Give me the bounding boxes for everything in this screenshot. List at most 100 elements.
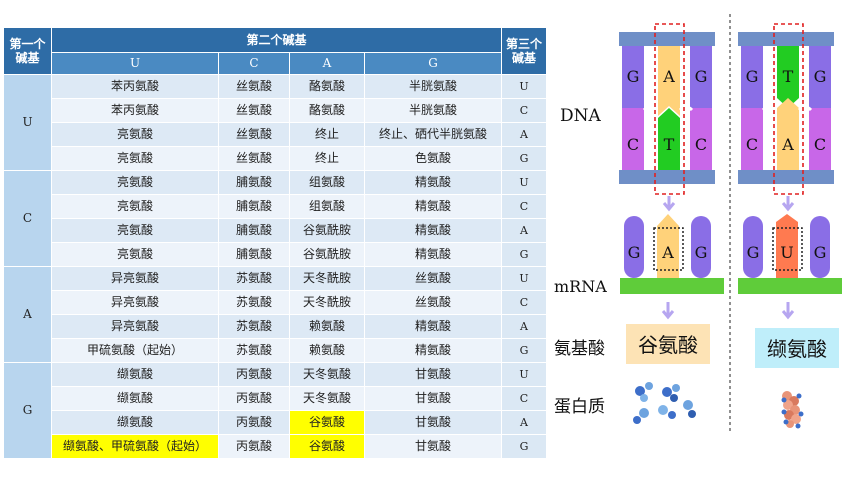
amino-acid-cell: 丝氨酸 bbox=[218, 146, 290, 171]
amino-acid-cell: 谷氨酸 bbox=[289, 410, 365, 435]
amino-acid-cell: 苏氨酸 bbox=[218, 290, 290, 315]
dna-rail-top bbox=[619, 32, 715, 46]
amino-acid-cell: 精氨酸 bbox=[364, 194, 502, 219]
amino-acid-cell: 苯丙氨酸 bbox=[51, 98, 219, 123]
arrow-down-icon bbox=[661, 302, 675, 320]
third-base-cell: A bbox=[501, 314, 547, 339]
dna-top-base: G bbox=[746, 67, 759, 86]
left-mrna: G A G bbox=[620, 214, 724, 294]
base-shape bbox=[777, 98, 799, 170]
protein-dot bbox=[683, 400, 693, 410]
dna-bottom-base: C bbox=[814, 135, 826, 154]
protein-dot bbox=[645, 382, 653, 390]
label-protein: 蛋白质 bbox=[554, 397, 605, 417]
header-second-base: 第二个碱基 bbox=[51, 27, 502, 53]
bond-line bbox=[761, 105, 777, 112]
first-base-cell: A bbox=[3, 266, 52, 363]
amino-acid-cell: 缬氨酸 bbox=[51, 386, 219, 411]
dna-rail-bottom bbox=[619, 170, 715, 184]
base-shape bbox=[691, 216, 711, 278]
amino-acid-cell: 天冬酰胺 bbox=[289, 266, 365, 291]
third-base-cell: U bbox=[501, 170, 547, 195]
amino-acid-cell: 亮氨酸 bbox=[51, 218, 219, 243]
base-shape bbox=[690, 108, 712, 170]
amino-acid-cell: 终止、硒代半胱氨酸 bbox=[364, 122, 502, 147]
protein-dot bbox=[640, 394, 648, 402]
second-base-u: U bbox=[51, 52, 219, 75]
amino-acid-cell: 组氨酸 bbox=[289, 194, 365, 219]
label-mrna: mRNA bbox=[554, 277, 607, 296]
mrna-strand-bar bbox=[738, 278, 842, 294]
amino-acid-cell: 缬氨酸、甲硫氨酸（起始） bbox=[51, 434, 219, 459]
amino-acid-cell: 甘氨酸 bbox=[364, 410, 502, 435]
amino-acid-cell: 甲硫氨酸（起始） bbox=[51, 338, 219, 363]
first-base-cell: G bbox=[3, 362, 52, 459]
amino-acid-cell: 苏氨酸 bbox=[218, 338, 290, 363]
amino-acid-cell: 终止 bbox=[289, 146, 365, 171]
right-mrna: G U G bbox=[738, 214, 842, 294]
dna-top-base: G bbox=[814, 67, 827, 86]
third-base-cell: U bbox=[501, 266, 547, 291]
base-shape bbox=[657, 214, 679, 278]
amino-acid-cell: 丙氨酸 bbox=[218, 362, 290, 387]
amino-acid-cell: 甘氨酸 bbox=[364, 362, 502, 387]
amino-acid-cell: 赖氨酸 bbox=[289, 338, 365, 363]
amino-acid-cell: 半胱氨酸 bbox=[364, 98, 502, 123]
dna-bottom-base: T bbox=[664, 135, 675, 154]
amino-acid-cell: 精氨酸 bbox=[364, 338, 502, 363]
third-base-cell: C bbox=[501, 386, 547, 411]
dna-bottom-base: A bbox=[781, 135, 794, 154]
amino-acid-cell: 酪氨酸 bbox=[289, 74, 365, 99]
amino-acid-cell: 丙氨酸 bbox=[218, 410, 290, 435]
amino-acid-cell: 缬氨酸 bbox=[51, 410, 219, 435]
amino-acid-cell: 异亮氨酸 bbox=[51, 266, 219, 291]
amino-acid-cell: 丙氨酸 bbox=[218, 386, 290, 411]
protein-aggregated-icon bbox=[781, 391, 804, 429]
mutation-highlight-box bbox=[654, 23, 685, 195]
dna-bottom-base: C bbox=[695, 135, 707, 154]
first-base-cell: U bbox=[3, 74, 52, 171]
mrna-base: G bbox=[814, 243, 827, 262]
amino-acid-cell: 苏氨酸 bbox=[218, 314, 290, 339]
base-shape bbox=[743, 216, 763, 278]
protein-dot bbox=[639, 408, 649, 418]
label-dna: DNA bbox=[560, 106, 602, 126]
arrow-down-icon bbox=[662, 196, 676, 212]
amino-acid-cell: 精氨酸 bbox=[364, 218, 502, 243]
bond-line bbox=[678, 105, 694, 112]
third-base-cell: A bbox=[501, 218, 547, 243]
amino-acid-cell: 丝氨酸 bbox=[364, 266, 502, 291]
protein-dot bbox=[672, 384, 680, 392]
amino-acid-cell: 色氨酸 bbox=[364, 146, 502, 171]
right-dna: G T G C A C bbox=[738, 23, 834, 195]
mrna-base: A bbox=[661, 243, 674, 262]
protein-dot bbox=[796, 393, 802, 399]
amino-acid-cell: 组氨酸 bbox=[289, 170, 365, 195]
dna-top-base: G bbox=[627, 67, 640, 86]
protein-dot bbox=[635, 386, 645, 396]
mutation-diagram: DNA mRNA 氨基酸 蛋白质 G A G C T C G A G 谷氨酸 bbox=[554, 14, 842, 432]
amino-acid-cell: 精氨酸 bbox=[364, 314, 502, 339]
codon-highlight-box bbox=[772, 227, 803, 271]
protein-dot bbox=[783, 400, 793, 410]
mrna-base: G bbox=[628, 243, 641, 262]
bond-line bbox=[797, 105, 813, 112]
amino-acid-cell: 天冬酰胺 bbox=[289, 290, 365, 315]
dna-top-base: T bbox=[783, 67, 794, 86]
amino-acid-cell: 脯氨酸 bbox=[218, 170, 290, 195]
label-amino-acid: 氨基酸 bbox=[554, 339, 605, 359]
bond-line bbox=[642, 105, 658, 112]
amino-acid-cell: 谷氨酰胺 bbox=[289, 242, 365, 267]
amino-acid-cell: 天冬氨酸 bbox=[289, 386, 365, 411]
base-shape bbox=[622, 46, 644, 118]
amino-acid-cell: 谷氨酸 bbox=[289, 434, 365, 459]
